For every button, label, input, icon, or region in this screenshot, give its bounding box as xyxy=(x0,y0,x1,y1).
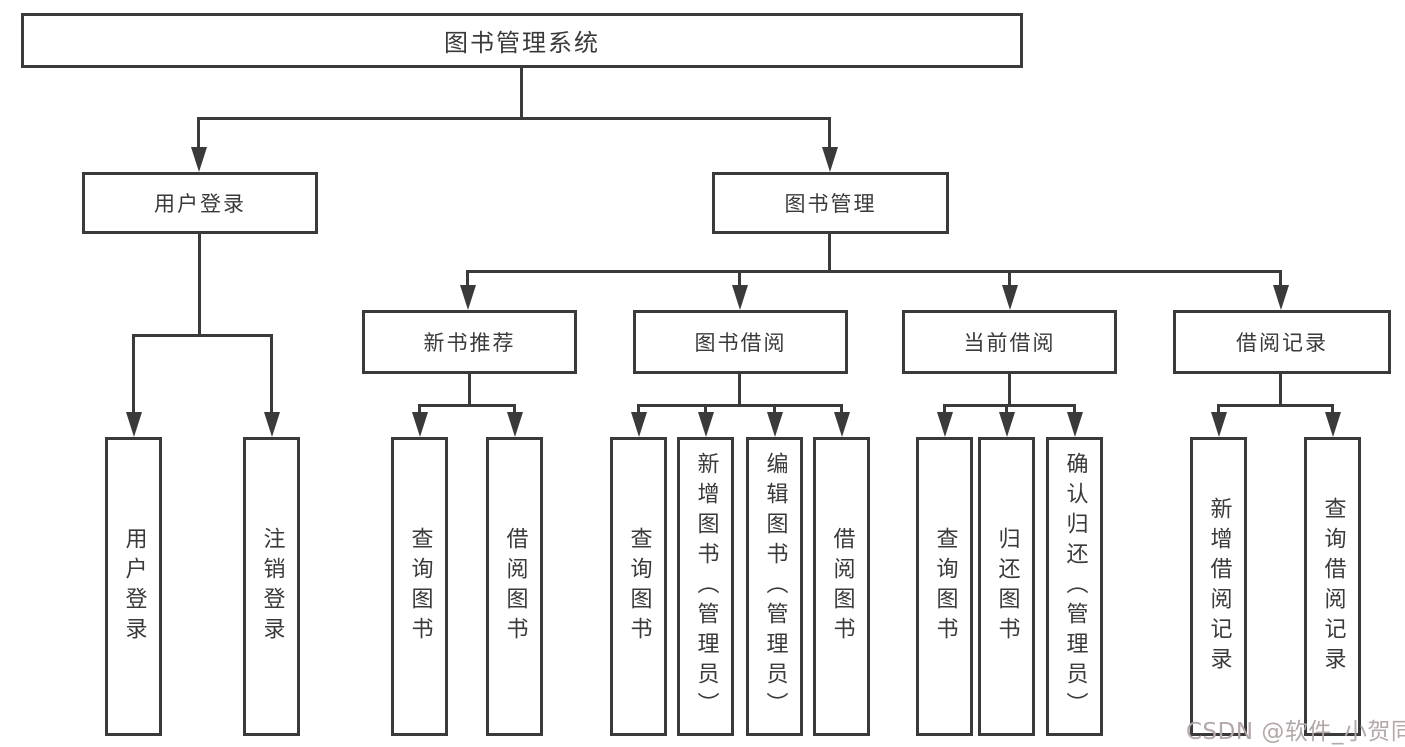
arrow-down-icon xyxy=(1211,412,1227,437)
edge-to-new-book xyxy=(466,270,469,288)
leaf-return-book: 归还图书 xyxy=(978,437,1035,736)
edge-to-leaf-user-login xyxy=(132,334,135,415)
leaf-query-books: 查询图书 xyxy=(391,437,448,736)
edge-borrow-records-stem xyxy=(1279,372,1282,407)
arrow-down-icon xyxy=(698,412,714,437)
leaf-query-books: 查询图书 xyxy=(610,437,667,736)
leaf-add-borrow-record: 新增借阅记录 xyxy=(1190,437,1247,736)
edge-leaf-stub xyxy=(840,404,843,417)
arrow-down-icon xyxy=(264,412,280,437)
edge-current-borrow-split xyxy=(943,404,1076,407)
node-current-borrowing: 当前借阅 xyxy=(902,310,1117,374)
edge-leaf-stub xyxy=(1331,404,1334,417)
edge-leaf-stub xyxy=(513,404,516,417)
arrow-down-icon xyxy=(822,147,838,172)
leaf-borrow-books: 借阅图书 xyxy=(486,437,543,736)
arrow-down-icon xyxy=(1325,412,1341,437)
edge-leaf-stub xyxy=(773,404,776,417)
arrow-down-icon xyxy=(834,412,850,437)
edge-to-leaf-logout xyxy=(270,334,273,415)
arrow-down-icon xyxy=(732,285,748,310)
edge-book-management-stem xyxy=(828,232,831,273)
leaf-borrow-books: 借阅图书 xyxy=(813,437,870,736)
edge-to-book-management xyxy=(828,117,831,152)
edge-leaf-stub xyxy=(1217,404,1220,417)
arrow-down-icon xyxy=(1002,285,1018,310)
edge-user-login-split xyxy=(132,334,273,337)
csdn-watermark: CSDN @软件_小贺同学 xyxy=(1186,719,1405,745)
edge-leaf-stub xyxy=(943,404,946,417)
arrow-down-icon xyxy=(767,412,783,437)
edge-user-login-stem xyxy=(198,232,201,336)
node-borrowing-records: 借阅记录 xyxy=(1173,310,1391,374)
edge-borrow-records-split xyxy=(1217,404,1334,407)
edge-to-current-borrow xyxy=(1008,270,1011,288)
node-new-book-recommendation: 新书推荐 xyxy=(362,310,577,374)
edge-to-borrow-records xyxy=(1279,270,1282,288)
edge-new-book-split xyxy=(418,404,516,407)
edge-book-management-split xyxy=(466,270,1282,273)
edge-leaf-stub xyxy=(704,404,707,417)
edge-book-borrow-stem xyxy=(738,372,741,407)
leaf-confirm-return-admin: 确认归还（管理员） xyxy=(1046,437,1103,736)
leaf-query-books: 查询图书 xyxy=(916,437,973,736)
edge-to-book-borrow xyxy=(738,270,741,288)
leaf-query-borrow-record: 查询借阅记录 xyxy=(1304,437,1361,736)
arrow-down-icon xyxy=(999,412,1015,437)
edge-root-stem xyxy=(520,68,523,118)
edge-leaf-stub xyxy=(1005,404,1008,417)
edge-root-split xyxy=(197,117,831,120)
edge-leaf-stub xyxy=(637,404,640,417)
leaf-edit-book-admin: 编辑图书（管理员） xyxy=(746,437,803,736)
arrow-down-icon xyxy=(126,412,142,437)
edge-leaf-stub xyxy=(418,404,421,417)
edge-book-borrow-split xyxy=(637,404,843,407)
edge-leaf-stub xyxy=(1073,404,1076,417)
arrow-down-icon xyxy=(507,412,523,437)
arrow-down-icon xyxy=(460,285,476,310)
node-book-borrowing: 图书借阅 xyxy=(633,310,848,374)
edge-to-user-login xyxy=(197,117,200,152)
arrow-down-icon xyxy=(1067,412,1083,437)
edge-new-book-stem xyxy=(468,372,471,407)
leaf-logout: 注销登录 xyxy=(243,437,300,736)
node-user-login: 用户登录 xyxy=(82,172,318,234)
arrow-down-icon xyxy=(631,412,647,437)
leaf-add-book-admin: 新增图书（管理员） xyxy=(677,437,734,736)
arrow-down-icon xyxy=(937,412,953,437)
node-library-management-system: 图书管理系统 xyxy=(21,13,1023,68)
arrow-down-icon xyxy=(191,147,207,172)
node-book-management: 图书管理 xyxy=(712,172,949,234)
leaf-user-login: 用户登录 xyxy=(105,437,162,736)
arrow-down-icon xyxy=(412,412,428,437)
edge-current-borrow-stem xyxy=(1008,372,1011,407)
arrow-down-icon xyxy=(1273,285,1289,310)
